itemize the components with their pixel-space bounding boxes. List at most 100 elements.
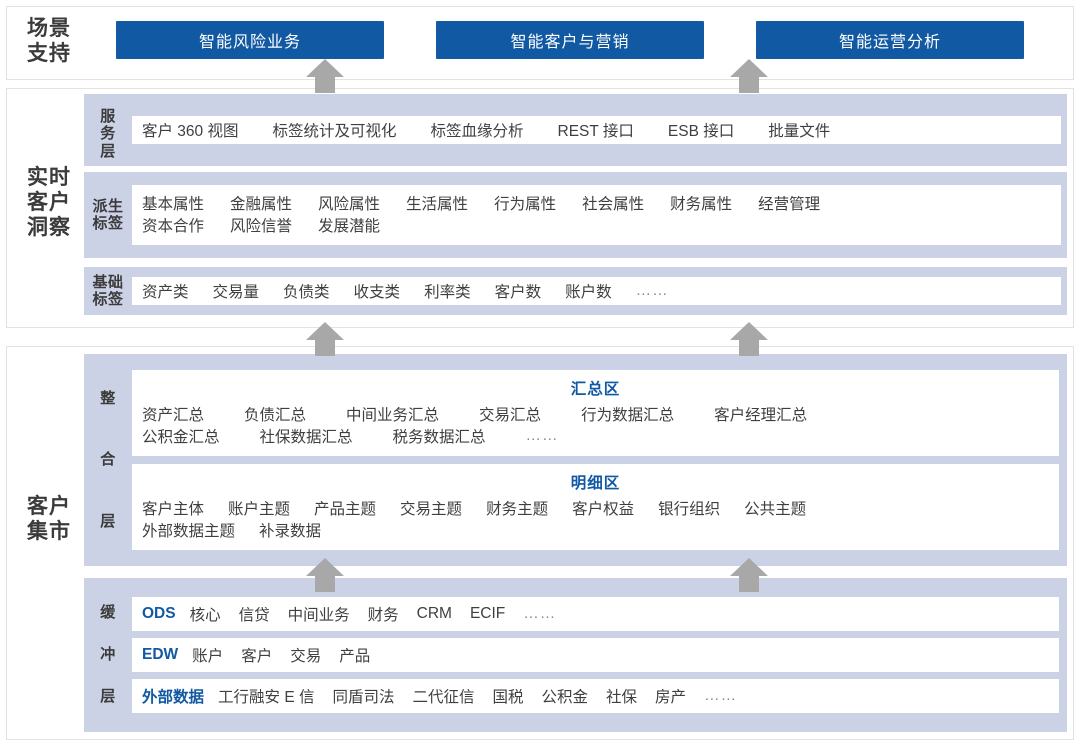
derived-item-b-2: 发展潜能 bbox=[318, 218, 381, 235]
basic-tag-label: 基础 标签 bbox=[84, 267, 132, 315]
basic-tag-items-row: 资产类交易量负债类收支类利率类客户数账户数…… bbox=[132, 277, 1061, 305]
service-item-0: 客户 360 视图 bbox=[142, 123, 239, 140]
derived-label-line-2: 标签 bbox=[92, 215, 124, 232]
service-item-2: 标签血缘分析 bbox=[430, 123, 524, 140]
buffer-external-chip-list: 外部数据工行融安 E 信同盾司法二代征信国税公积金社保房产…… bbox=[142, 685, 755, 707]
summary-item-a-4: 行为数据汇总 bbox=[581, 407, 675, 424]
summary-item-b-0: 公积金汇总 bbox=[142, 429, 220, 446]
derived-tag-label: 派生 标签 bbox=[84, 172, 132, 258]
scene-button-risk[interactable]: 智能风险业务 bbox=[116, 21, 384, 59]
arrow-buffer-to-mart-right bbox=[727, 557, 771, 593]
basic-item-2: 负债类 bbox=[283, 284, 330, 301]
summary-item-b-3: …… bbox=[525, 427, 559, 444]
scene-button-operation[interactable]: 智能运营分析 bbox=[756, 21, 1024, 59]
detail-zone-chip-list-row1: 客户主体账户主题产品主题交易主题财务主题客户权益银行组织公共主题 bbox=[142, 497, 1049, 519]
integration-label-char-1: 整 bbox=[100, 390, 116, 408]
detail-item-a-7: 公共主题 bbox=[744, 501, 807, 518]
basic-tag-body: 资产类交易量负债类收支类利率类客户数账户数…… bbox=[132, 267, 1067, 315]
detail-item-a-1: 账户主题 bbox=[228, 501, 291, 518]
buffer-item-1-3: 产品 bbox=[339, 648, 371, 665]
detail-item-a-6: 银行组织 bbox=[658, 501, 721, 518]
summary-zone-chip-list-row2: 公积金汇总社保数据汇总税务数据汇总…… bbox=[142, 425, 1049, 447]
buffer-item-0-0: 核心 bbox=[189, 607, 221, 624]
basic-tag-band: 基础 标签 资产类交易量负债类收支类利率类客户数账户数…… bbox=[84, 267, 1067, 315]
derived-item-a-1: 金融属性 bbox=[230, 196, 293, 213]
arrow-buffer-to-mart-left bbox=[303, 557, 347, 593]
integration-label-char-3: 层 bbox=[100, 512, 116, 530]
basic-tag-chip-list: 资产类交易量负债类收支类利率类客户数账户数…… bbox=[142, 280, 693, 302]
basic-label-line-1: 基础 bbox=[92, 273, 124, 291]
derived-item-a-5: 社会属性 bbox=[582, 196, 645, 213]
service-item-5: 批量文件 bbox=[768, 123, 831, 140]
detail-zone-title: 明细区 bbox=[570, 475, 621, 492]
buffer-item-0-1: 信贷 bbox=[238, 607, 270, 624]
detail-zone-block: 明细区 客户主体账户主题产品主题交易主题财务主题客户权益银行组织公共主题 外部数… bbox=[132, 464, 1059, 550]
buffer-item-2-2: 二代征信 bbox=[412, 689, 475, 706]
realtime-customer-insight-title: 实时 客户 洞察 bbox=[14, 166, 84, 240]
derived-tag-items-block: 基本属性金融属性风险属性生活属性行为属性社会属性财务属性经营管理 资本合作风险信… bbox=[132, 185, 1061, 245]
service-layer-label: 服 务 层 bbox=[84, 94, 132, 166]
buffer-item-1-0: 账户 bbox=[192, 648, 224, 665]
detail-item-b-0: 外部数据主题 bbox=[142, 523, 236, 540]
derived-item-a-0: 基本属性 bbox=[142, 196, 205, 213]
derived-item-a-3: 生活属性 bbox=[406, 196, 469, 213]
buffer-item-2-4: 公积金 bbox=[541, 689, 589, 706]
detail-item-a-4: 财务主题 bbox=[486, 501, 549, 518]
detail-item-b-1: 补录数据 bbox=[259, 523, 322, 540]
summary-item-a-0: 资产汇总 bbox=[142, 407, 205, 424]
derived-item-a-2: 风险属性 bbox=[318, 196, 381, 213]
summary-item-a-1: 负债汇总 bbox=[244, 407, 307, 424]
basic-item-1: 交易量 bbox=[212, 284, 260, 301]
integration-label-char-2: 合 bbox=[100, 451, 116, 469]
summary-zone-chip-list-row1: 资产汇总负债汇总中间业务汇总交易汇总行为数据汇总客户经理汇总 bbox=[142, 403, 1049, 425]
summary-item-b-1: 社保数据汇总 bbox=[259, 429, 353, 446]
buffer-accent-label-1: EDW bbox=[142, 646, 179, 663]
service-item-3: REST 接口 bbox=[557, 123, 634, 140]
scene-title-line-2: 支持 bbox=[27, 41, 71, 65]
scene-support-title: 场景 支持 bbox=[14, 17, 84, 67]
scene-button-customer[interactable]: 智能客户与营销 bbox=[436, 21, 704, 59]
derived-label-line-1: 派生 bbox=[92, 197, 124, 215]
mart-title-line-2: 集市 bbox=[27, 519, 71, 543]
insight-title-line-2: 客户 bbox=[27, 190, 71, 214]
detail-item-a-3: 交易主题 bbox=[400, 501, 463, 518]
buffer-item-1-2: 交易 bbox=[290, 648, 322, 665]
derived-item-b-1: 风险信誉 bbox=[230, 218, 293, 235]
basic-item-6: 账户数 bbox=[565, 284, 612, 301]
mart-title-line-1: 客户 bbox=[27, 495, 71, 518]
service-item-1: 标签统计及可视化 bbox=[272, 123, 397, 140]
buffer-label-char-1: 缓 bbox=[100, 604, 116, 622]
derived-tag-chip-list-row2: 资本合作 风险信誉 发展潜能 bbox=[142, 214, 1051, 236]
buffer-item-0-5: ECIF bbox=[469, 605, 506, 622]
detail-zone-chip-list-row2: 外部数据主题 补录数据 bbox=[142, 519, 1049, 541]
buffer-item-2-1: 同盾司法 bbox=[332, 689, 395, 706]
detail-item-a-5: 客户权益 bbox=[572, 501, 635, 518]
service-label-char-1: 服 bbox=[100, 108, 116, 125]
buffer-item-0-6: …… bbox=[523, 605, 557, 622]
derived-item-a-4: 行为属性 bbox=[494, 196, 557, 213]
basic-item-4: 利率类 bbox=[424, 284, 471, 301]
arrow-basic-to-scene-right bbox=[727, 58, 771, 94]
derived-item-b-0: 资本合作 bbox=[142, 218, 205, 235]
derived-tag-band: 派生 标签 基本属性金融属性风险属性生活属性行为属性社会属性财务属性经营管理 资… bbox=[84, 172, 1067, 258]
arrow-basic-to-scene-left bbox=[303, 58, 347, 94]
insight-title-line-3: 洞察 bbox=[27, 215, 71, 239]
buffer-item-0-2: 中间业务 bbox=[287, 607, 350, 624]
customer-mart-title: 客户 集市 bbox=[14, 495, 84, 545]
detail-item-a-0: 客户主体 bbox=[142, 501, 205, 518]
derived-item-a-6: 财务属性 bbox=[670, 196, 733, 213]
buffer-item-2-3: 国税 bbox=[492, 689, 524, 706]
buffer-item-2-5: 社保 bbox=[606, 689, 638, 706]
buffer-label-char-2: 冲 bbox=[100, 646, 116, 664]
service-label-char-2: 务 bbox=[100, 125, 116, 143]
buffer-label-char-3: 层 bbox=[100, 688, 116, 706]
buffer-accent-label-2: 外部数据 bbox=[142, 689, 205, 706]
basic-item-0: 资产类 bbox=[142, 284, 189, 301]
buffer-accent-label-0: ODS bbox=[142, 605, 176, 622]
